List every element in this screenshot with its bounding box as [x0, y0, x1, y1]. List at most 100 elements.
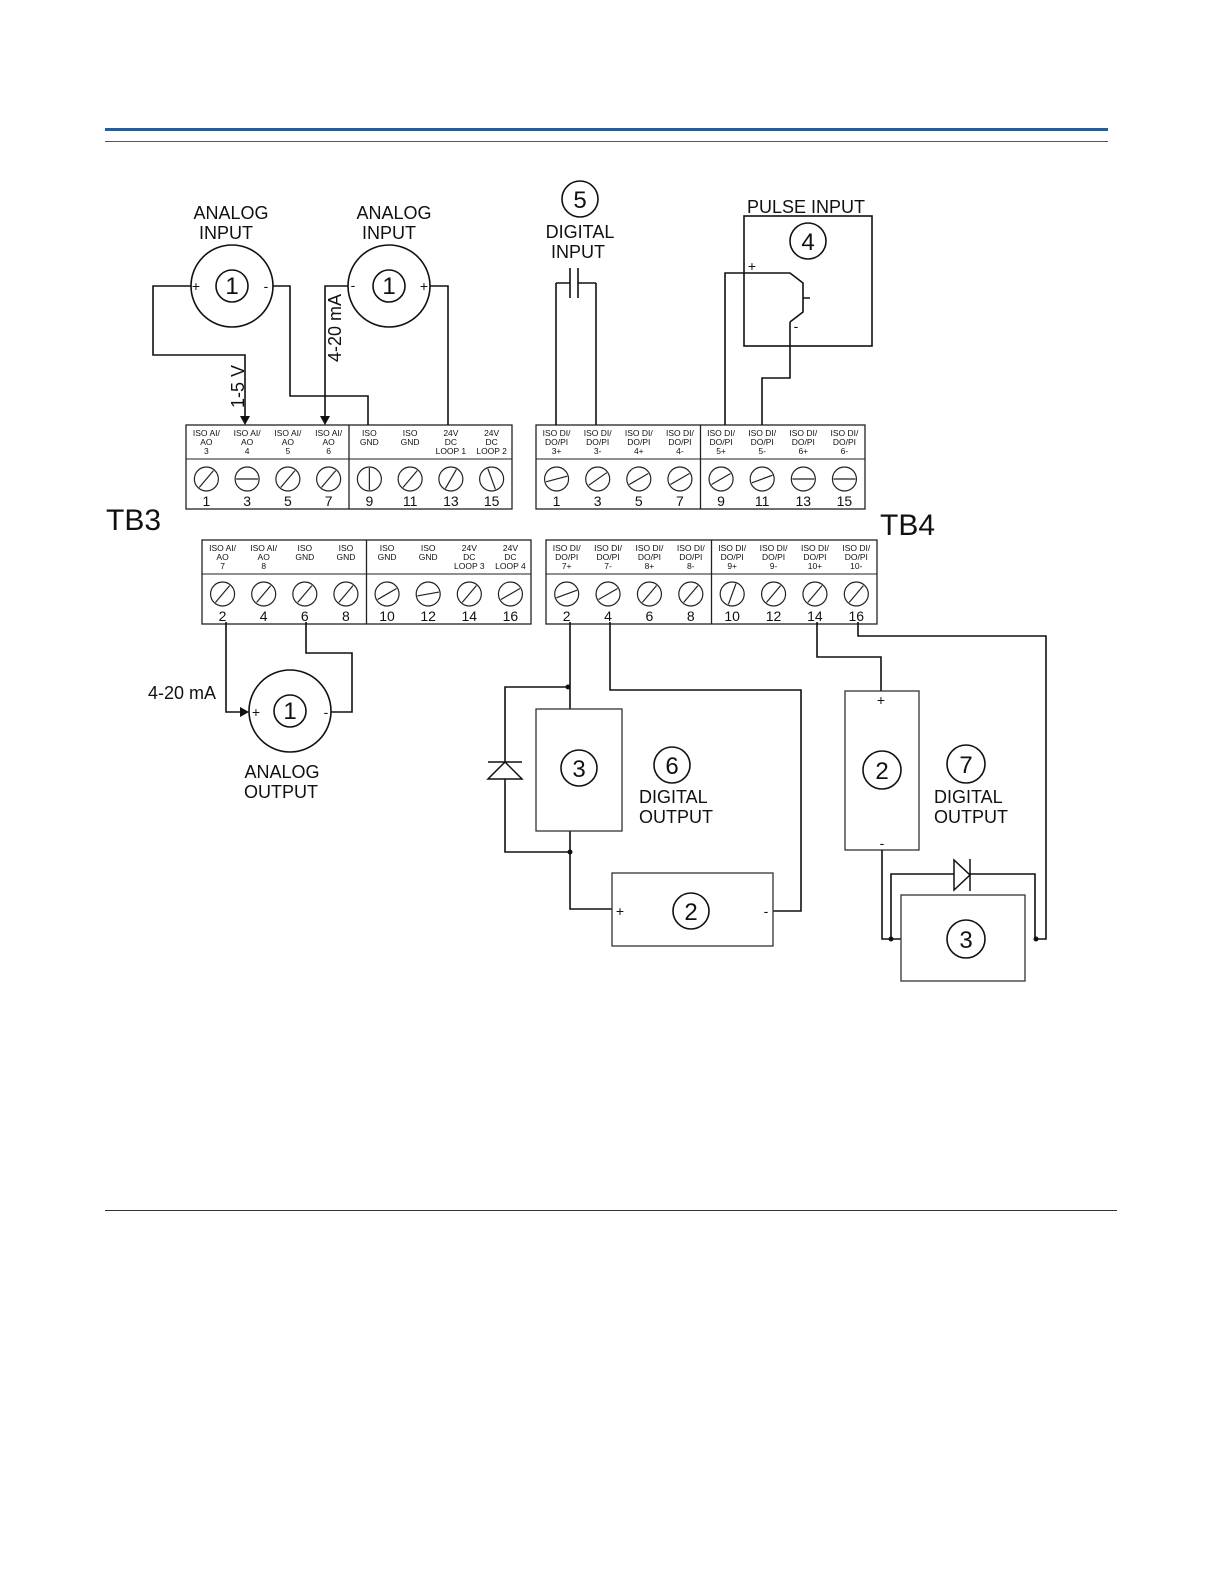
tb3-bottom-terminal-number-1: 2: [219, 608, 227, 624]
do6-wire-supply-minus: [609, 622, 802, 912]
tb4-top-terminal-number-2: 3: [594, 493, 602, 509]
tb4-top-screw-slot-3: [628, 472, 649, 486]
tb4-top-screw-slot-4: [670, 472, 690, 486]
pi4-transistor: [724, 272, 810, 425]
tb3-bottom-terminal-number-8: 16: [503, 608, 519, 624]
ao1-label-2: OUTPUT: [244, 782, 318, 802]
tb4-top-header-5: 5+: [716, 446, 726, 456]
tb4-top-header-3: 4+: [634, 446, 644, 456]
tb4-top-header-2: ISO DI/: [584, 428, 613, 438]
do6-wire-supply-plus: [569, 852, 612, 910]
tb3-top-screw-slot-1: [198, 470, 214, 488]
di5-contact: [556, 268, 596, 298]
tb3-top-header-4: AO: [322, 437, 335, 447]
tb3-bottom-header-6: GND: [419, 552, 438, 562]
tb4-bottom-terminal-number-5: 10: [724, 608, 740, 624]
ai2-plus: +: [420, 278, 428, 294]
ai1-label-2: INPUT: [199, 223, 253, 243]
pi4-box: [743, 215, 873, 347]
tb3-bottom-screw-slot-4: [338, 585, 354, 603]
tb4-top-header-4: ISO DI/: [666, 428, 695, 438]
tb4-bottom-header-7: DO/PI: [803, 552, 826, 562]
tb3-bottom-screw-slot-5: [377, 587, 397, 601]
tb4-top-header-4: 4-: [676, 446, 684, 456]
di5-number: 5: [573, 187, 586, 214]
tb4-bottom-header-5: 9+: [727, 561, 737, 571]
di5-label-1: DIGITAL: [546, 222, 615, 242]
tb3-bottom-screw-slot-2: [256, 585, 272, 603]
do6-supply-minus: -: [764, 903, 769, 919]
tb4-bottom-header-5: DO/PI: [721, 552, 744, 562]
tb4-bottom-header-2: 7-: [604, 561, 612, 571]
ai1-wire-minus: [273, 285, 369, 425]
tb4-top-terminal-number-8: 15: [837, 493, 853, 509]
tb3-bottom-header-8: DC: [504, 552, 516, 562]
header-rule-thin: [105, 141, 1108, 142]
tb4-top-terminal-number-1: 1: [553, 493, 561, 509]
ao1-number-circle: [273, 694, 307, 728]
tb4-bottom-terminal-number-4: 8: [687, 608, 695, 624]
tb4-bottom-screw-slot-1: [556, 589, 578, 599]
tb4-top-header-1: DO/PI: [545, 437, 568, 447]
tb4-bottom-header-4: ISO DI/: [677, 543, 706, 553]
di5-number-circle: [561, 180, 599, 218]
do7-supply-number: 2: [875, 758, 888, 785]
analog-output-1: 4-20 mA 1 + - ANALOG OUTPUT: [148, 622, 353, 802]
tb3-top-header-5: GND: [360, 437, 379, 447]
tb4-top-screw-slot-5: [711, 472, 731, 486]
tb4-bottom-header-6: ISO DI/: [760, 543, 789, 553]
do6-junction-bottom: [567, 849, 573, 855]
tb4-bottom-header-8: ISO DI/: [842, 543, 871, 553]
tb3-bottom-terminal-number-4: 8: [342, 608, 350, 624]
tb4-top-header-8: 6-: [841, 446, 849, 456]
do6-supply-circle: [672, 892, 710, 930]
tb3-bottom-header-8: 24V: [503, 543, 518, 553]
tb3-top-terminal-number-6: 11: [403, 493, 418, 509]
digital-output-7: 2 + - 3 7 DIGITAL OUTPUT: [816, 622, 1047, 982]
ai2-wire-plus: [430, 285, 449, 425]
do7-wire-return: [857, 622, 1047, 940]
tb3-top-header-7: 24V: [443, 428, 458, 438]
tb3-bottom-header-2: ISO AI/: [250, 543, 278, 553]
digital-input-5: 5 DIGITAL INPUT: [546, 180, 615, 425]
ai2-minus: -: [351, 277, 356, 293]
tb4-bottom-header-8: 10-: [850, 561, 862, 571]
header-rule: [105, 128, 1108, 131]
tb4-bottom-terminal-number-7: 14: [807, 608, 823, 624]
do6-label-2: OUTPUT: [639, 807, 713, 827]
tb4-top-header-8: ISO DI/: [831, 428, 860, 438]
tb3-bottom-terminal-number-2: 4: [260, 608, 268, 624]
tb4-bottom-terminal-number-1: 2: [563, 608, 571, 624]
tb4-top-header-1: ISO DI/: [543, 428, 572, 438]
ao1-arrow: [240, 707, 249, 717]
tb3-bottom-screw-slot-6: [417, 591, 440, 597]
ao1-number: 1: [283, 698, 296, 725]
tb3-bottom-header-4: ISO: [339, 543, 354, 553]
do7-junction-right: [1033, 936, 1039, 942]
do7-label-2: OUTPUT: [934, 807, 1008, 827]
tb4-top-header-3: DO/PI: [627, 437, 650, 447]
tb3-top-terminal-number-4: 7: [325, 493, 333, 509]
tb3-top-header-4: 6: [326, 446, 331, 456]
tb3-bottom-terminal-number-5: 10: [379, 608, 395, 624]
tb3-top-header-6: ISO: [403, 428, 418, 438]
tb4-top-header-5: ISO DI/: [707, 428, 736, 438]
tb3-bottom-header-7: 24V: [462, 543, 477, 553]
tb3-top-header-8: 24V: [484, 428, 499, 438]
tb3-top-header-1: ISO AI/: [193, 428, 221, 438]
ao1-minus: -: [324, 704, 329, 720]
tb3-top-header-8: LOOP 2: [476, 446, 507, 456]
tb3-top-screw-slot-3: [280, 470, 296, 488]
do6-load-circle: [560, 749, 598, 787]
tb3-bottom-screw-slot-3: [297, 585, 313, 603]
tb3-top-screw-slot-4: [321, 470, 337, 488]
tb4-bottom-terminal-number-2: 4: [604, 608, 612, 624]
tb4-bottom-header-2: DO/PI: [596, 552, 619, 562]
ai1-label-1: ANALOG: [193, 203, 268, 223]
tb3-top-terminal-number-7: 13: [443, 493, 459, 509]
tb3-bottom-header-8: LOOP 4: [495, 561, 526, 571]
